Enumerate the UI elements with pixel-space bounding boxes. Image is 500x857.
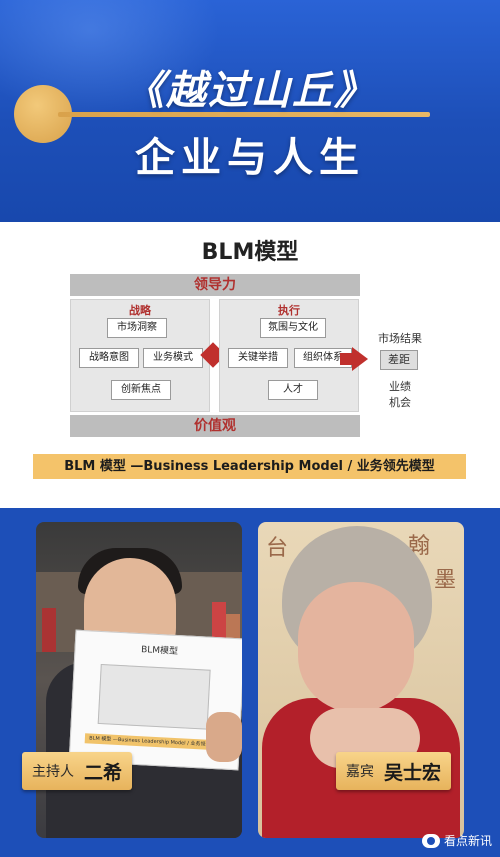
values-bar: 价值观 [70, 415, 360, 437]
video-section: BLM模型 BLM 模型 —Business Leadership Model … [0, 508, 500, 857]
strategic-intent-box: 战略意图 [79, 348, 139, 368]
strategy-label: 战略 [129, 304, 151, 317]
blm-slide: BLM模型 领导力 战略 市场洞察 战略意图 业务模式 创新焦点 执行 氛围与文… [0, 222, 500, 508]
performance-label: 业绩 [389, 380, 411, 393]
weibo-icon [421, 833, 440, 848]
watermark-label: 看点新讯 [443, 834, 492, 848]
book [42, 608, 56, 652]
execution-label: 执行 [278, 304, 300, 317]
host-role: 主持人 [32, 764, 74, 780]
innovation-focus-box: 创新焦点 [111, 380, 171, 400]
leadership-bar: 领导力 [70, 274, 360, 296]
host-hand [206, 712, 242, 762]
program-subtitle: 企业与人生 [135, 135, 365, 181]
opportunity-label: 机会 [389, 396, 411, 409]
market-result-label: 市场结果 [378, 332, 422, 345]
execution-panel: 执行 氛围与文化 关键举措 组织体系 人才 [219, 299, 359, 412]
key-tasks-box: 关键举措 [228, 348, 288, 368]
business-model-box: 业务模式 [143, 348, 203, 368]
paper-diagram [97, 664, 211, 730]
guest-name: 吴士宏 [384, 761, 442, 784]
calligraphy-decoration: 墨 [434, 568, 457, 593]
host-video[interactable]: BLM模型 BLM 模型 —Business Leadership Model … [36, 522, 242, 838]
guest-name-tag: 嘉宾 吴士宏 [336, 752, 452, 790]
gold-line-decoration [58, 112, 430, 117]
paper-title: BLM模型 [140, 645, 179, 658]
culture-box: 氛围与文化 [260, 318, 326, 338]
market-insight-box: 市场洞察 [107, 318, 167, 338]
arrow-body [340, 353, 354, 365]
talent-box: 人才 [268, 380, 318, 400]
slide-caption: BLM 模型 —Business Leadership Model / 业务领先… [33, 454, 466, 479]
strategy-panel: 战略 市场洞察 战略意图 业务模式 创新焦点 [70, 299, 210, 412]
guest-face [298, 582, 414, 712]
host-name-tag: 主持人 二希 [22, 752, 133, 790]
paper-caption: BLM 模型 —Business Leadership Model / 业务领先… [84, 733, 225, 751]
guest-video[interactable]: 翰 墨 台 [258, 522, 464, 838]
arrow-right-icon [352, 347, 368, 371]
calligraphy-decoration: 台 [266, 536, 289, 561]
program-title: 《越过山丘》 [124, 68, 376, 114]
gap-box: 差距 [380, 350, 418, 370]
slide-title: BLM模型 [201, 240, 299, 265]
header-banner: 《越过山丘》 企业与人生 [0, 0, 500, 222]
watermark: 看点新讯 [421, 832, 492, 849]
guest-role: 嘉宾 [346, 764, 374, 780]
host-name: 二希 [84, 761, 123, 784]
